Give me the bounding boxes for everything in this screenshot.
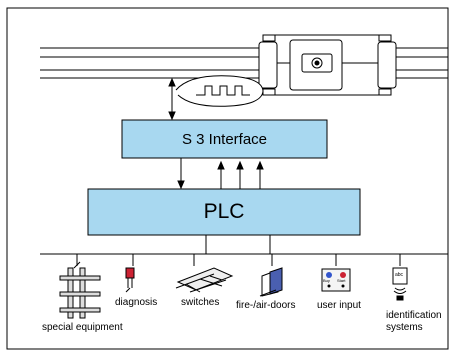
switches-label: switches — [181, 297, 220, 308]
plc-label: PLC — [203, 200, 245, 223]
signal-bubble — [175, 75, 264, 107]
fire-air-doors-icon — [259, 267, 283, 297]
bidirectional-arrow — [168, 77, 176, 121]
plc-box — [87, 188, 361, 236]
diagnosis-icon — [125, 267, 135, 293]
user-input-label: user input — [317, 300, 361, 311]
special-equipment-label: special equipment — [42, 322, 123, 333]
switches-icon — [175, 267, 234, 293]
special-equipment-icon — [59, 261, 101, 319]
s3-interface-box — [121, 119, 328, 159]
identification-icon — [392, 267, 408, 301]
user-input-button-left-label: Buy — [323, 278, 330, 283]
identification-label-line2: systems — [386, 322, 423, 333]
identification-label-line1: identification — [386, 310, 442, 321]
outer-frame — [6, 7, 449, 350]
vehicle-icon — [258, 34, 397, 96]
user-input-icon — [321, 268, 351, 292]
identification-tag-label: abc — [395, 272, 404, 278]
user-input-button-right-label: Start — [337, 278, 346, 283]
interface-plc-arrows — [177, 158, 264, 190]
diagnosis-label: diagnosis — [115, 297, 158, 308]
bus — [40, 235, 448, 266]
s3-interface-label: S 3 Interface — [181, 130, 268, 148]
fire-air-doors-label: fire-/air-doors — [236, 300, 296, 311]
